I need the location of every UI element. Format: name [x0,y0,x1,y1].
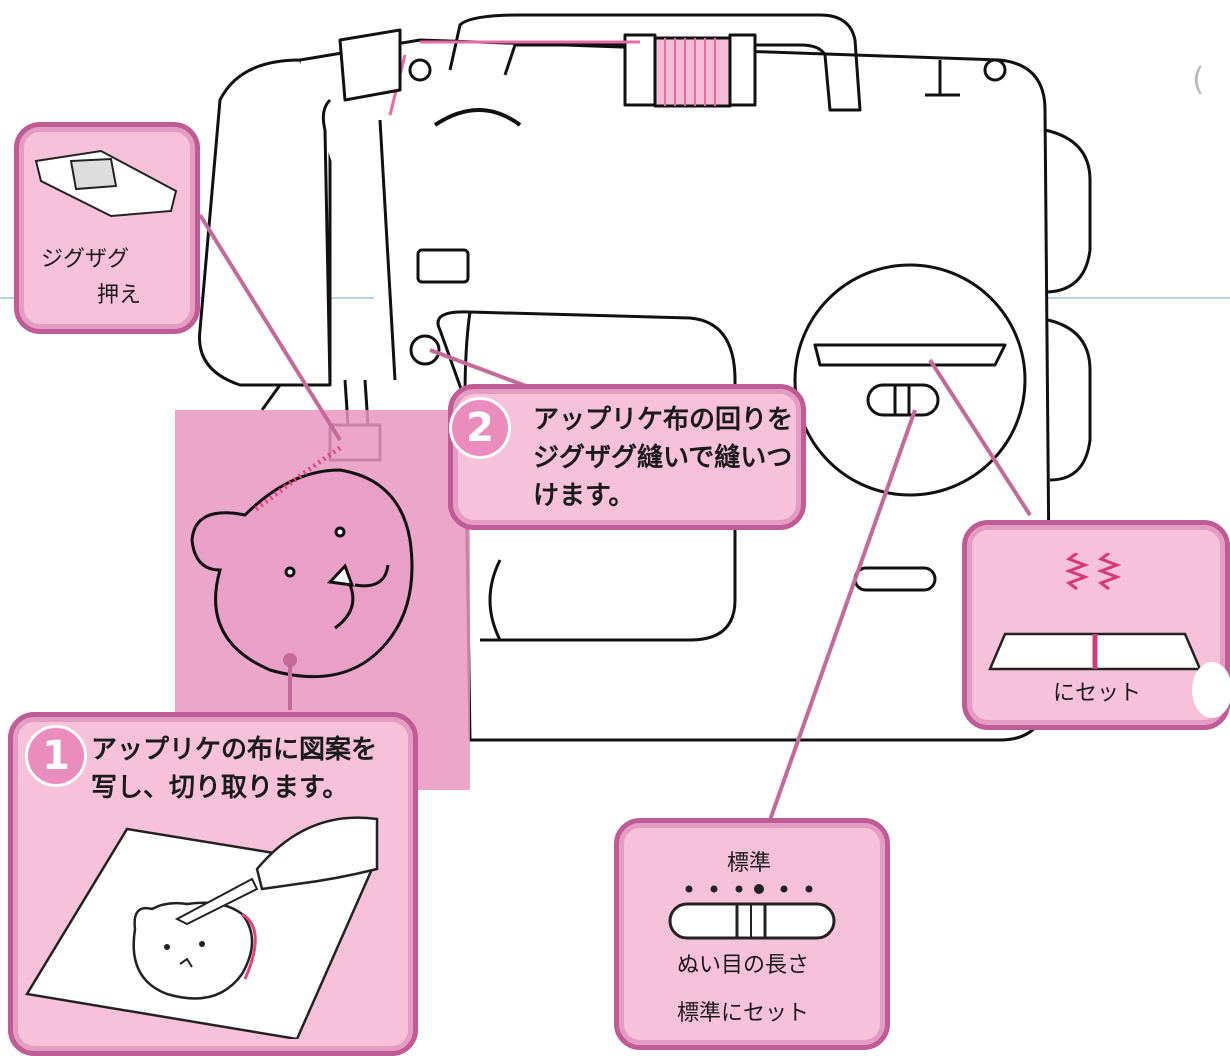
presser-foot-box: ジグザグ 押え [14,122,200,334]
pattern-setting-label: にセット [1053,681,1142,706]
edge-circle [1192,662,1230,718]
step2-line3: けます。 [533,481,635,511]
presser-foot-label-2: 押え [97,283,142,308]
zigzag-pattern-icon [1065,553,1122,591]
stitch-length-dots-icon [685,884,813,894]
presser-foot-label-1: ジグザグ [41,247,130,272]
presser-foot-icon [34,149,178,218]
step1-box: 1 アップリケの布に図案を 写し、切り取ります。 [8,712,418,1056]
step2-line2: ジグザグ縫いで縫いつ [533,443,793,473]
pointer-dot [283,653,297,667]
stitch-width-slot-icon [988,632,1202,671]
step1-badge: 1 [25,725,87,787]
cutting-illustration [24,816,379,1039]
step1-line2: 写し、切り取ります。 [91,773,349,803]
step2-box: 2 アップリケ布の回りを ジグザグ縫いで縫いつ けます。 [448,384,806,530]
stitch-length-box: 標準 ぬい目の長さ 標準にセット [614,818,890,1050]
stitch-length-standard-label: 標準 [727,851,772,876]
stitch-length-dial-label: ぬい目の長さ [677,953,810,978]
pattern-setting-box: にセット [962,520,1230,730]
step2-badge: 2 [449,397,511,459]
stitch-length-setting-label: 標準にセット [677,1001,810,1026]
edge-paren-mark: ( [1192,60,1205,98]
step2-line1: アップリケ布の回りを [533,405,794,435]
stitch-length-slider-icon [668,902,836,940]
step1-line1: アップリケの布に図案を [91,735,378,765]
bear-applique [190,445,414,679]
